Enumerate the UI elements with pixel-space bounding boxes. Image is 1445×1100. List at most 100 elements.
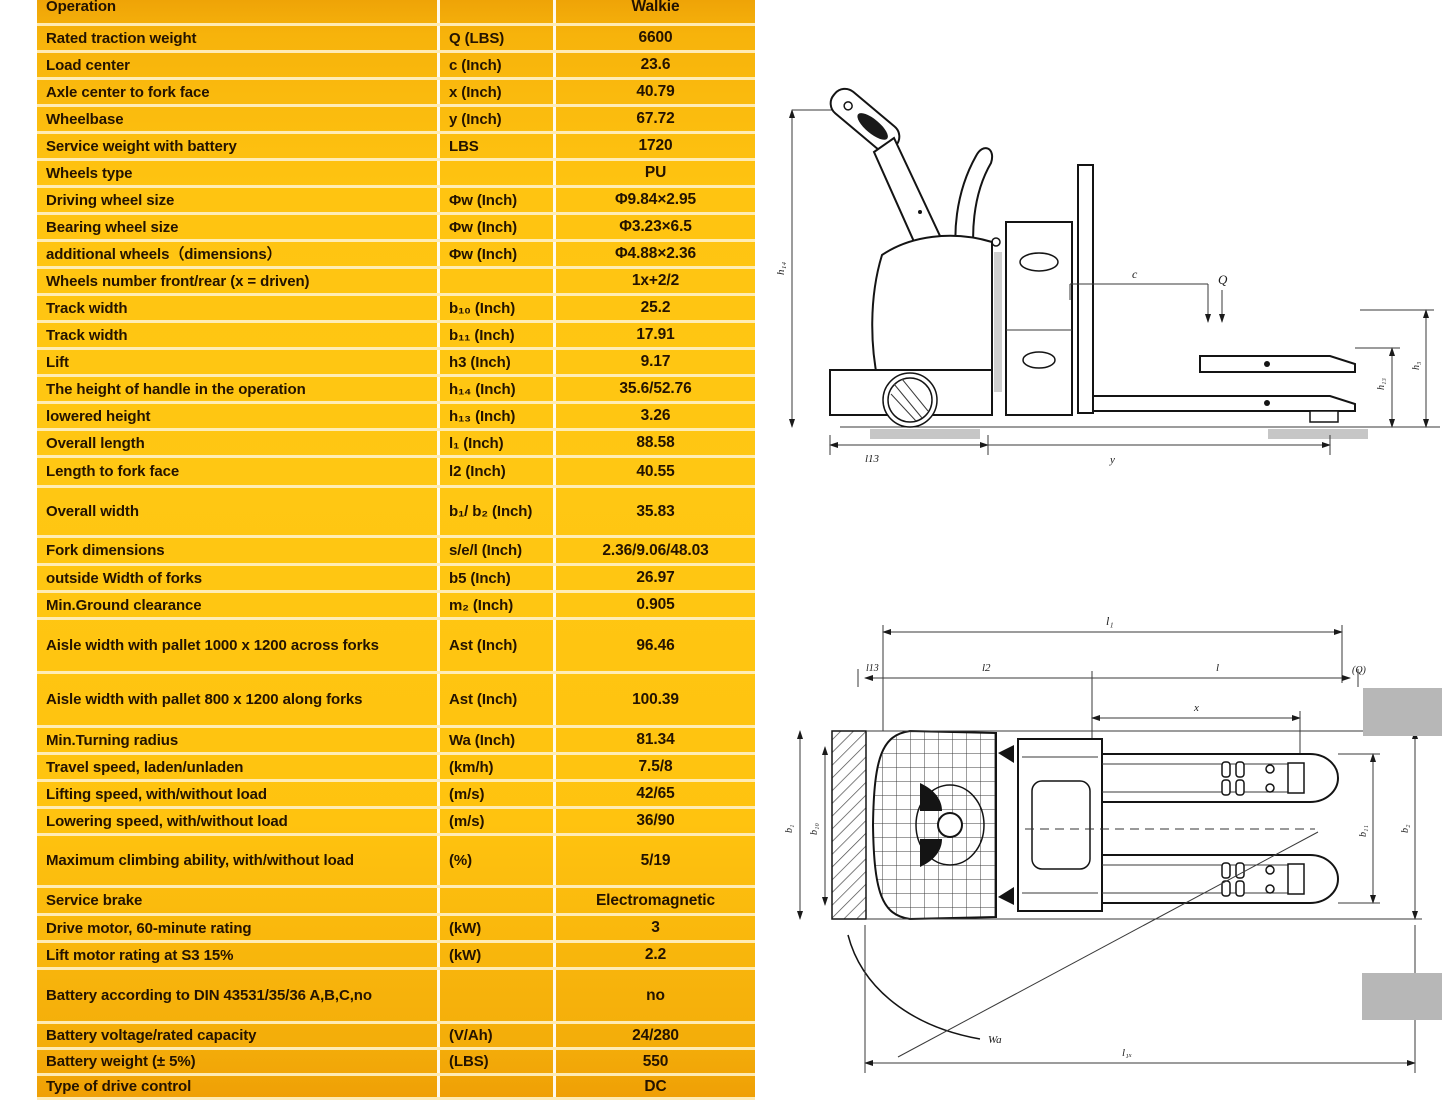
cell-value: 2.36/9.06/48.03 [553, 538, 755, 563]
cover-knob [991, 237, 1001, 247]
cell-value: Electromagnetic [553, 888, 755, 913]
fork-bottom [1101, 854, 1340, 904]
dim-b10: b₁₀ [809, 746, 828, 906]
cell-symbol: h₁₄ (Inch) [437, 377, 553, 401]
cell-value: 9.17 [553, 350, 755, 374]
dim-l1: l₁ [882, 614, 1343, 731]
cell-value: 1720 [553, 134, 755, 158]
dim-label-y: y [1109, 454, 1115, 466]
cell-value: 6600 [553, 26, 755, 50]
cell-label: Load center [46, 56, 130, 74]
table-row: Lifting speed, with/without load(m/s)42/… [37, 782, 755, 809]
cell-label: Battery weight (± 5%) [46, 1053, 196, 1070]
fork-top [1101, 753, 1340, 803]
dim-x: x [1091, 702, 1301, 755]
cell-label: Battery voltage/rated capacity [46, 1027, 257, 1044]
cell-symbol [437, 0, 553, 23]
cell-symbol: b₁₁ (Inch) [437, 323, 553, 347]
dim-label-l: l [1216, 662, 1219, 674]
cell-label: Aisle width with pallet 800 x 1200 along… [46, 691, 363, 708]
cell-label: Lift motor rating at S3 15% [46, 946, 234, 964]
table-row: Aisle width with pallet 1000 x 1200 acro… [37, 620, 755, 674]
cell-symbol: (kW) [437, 916, 553, 940]
cell-label: Fork dimensions [46, 542, 165, 559]
cell-label: Lift [46, 353, 69, 371]
cell-label: Aisle width with pallet 1000 x 1200 acro… [46, 637, 379, 654]
tip-roller-bottom [1287, 863, 1305, 895]
cell-symbol: h3 (Inch) [437, 350, 553, 374]
dim-q: Q [1218, 272, 1228, 323]
cell-symbol: m₂ (Inch) [437, 593, 553, 617]
pallet-block-bottom [1362, 973, 1442, 1020]
operator-head [937, 812, 963, 838]
table-row: Aisle width with pallet 800 x 1200 along… [37, 674, 755, 728]
cell-value: 35.6/52.76 [553, 377, 755, 401]
dim-label-h3: h₃ [1411, 361, 1422, 370]
cell-symbol: (km/h) [437, 755, 553, 779]
dim-h3: h₃ [1360, 309, 1434, 428]
dim-label-b11: b₁₁ [1358, 825, 1369, 837]
cell-value: 0.905 [553, 593, 755, 617]
top-view-technical-drawing: l₁ l13 l2 l (Q) x [784, 614, 1442, 1073]
chassis-head [1017, 738, 1103, 912]
table-row: Battery voltage/rated capacity(V/Ah)24/2… [37, 1024, 755, 1050]
cell-symbol: (LBS) [437, 1050, 553, 1073]
cell-value: 96.46 [553, 620, 755, 671]
cell-symbol: Φw (Inch) [437, 188, 553, 212]
cell-value: 3 [553, 916, 755, 940]
cell-symbol: c (Inch) [437, 53, 553, 77]
dim-c: c [1069, 267, 1211, 323]
dim-b1: b₁ [784, 730, 803, 920]
cell-symbol [437, 269, 553, 293]
cell-label: Lowering speed, with/without load [46, 812, 288, 830]
battery-box [1005, 221, 1073, 416]
dim-l1x: l₁ₓ [864, 925, 1416, 1073]
dim-label-b1: b₁ [784, 825, 795, 833]
cell-label: Wheels number front/rear (x = driven) [46, 272, 310, 290]
cell-symbol: l₁ (Inch) [437, 431, 553, 455]
cell-symbol [437, 888, 553, 913]
fork-lowered [1092, 395, 1356, 423]
cell-value: Walkie [553, 0, 755, 23]
mast-plate [1077, 164, 1094, 414]
dim-label-b2: b₂ [1400, 824, 1411, 833]
tip-roller-top [1287, 762, 1305, 794]
cell-value: 25.2 [553, 296, 755, 320]
table-row: Travel speed, laden/unladen(km/h)7.5/8 [37, 755, 755, 782]
side-view-technical-drawing: h₁₄ [775, 87, 1440, 466]
table-row: Maximum climbing ability, with/without l… [37, 836, 755, 888]
turning-arc [847, 934, 981, 1040]
cell-value: 1x+2/2 [553, 269, 755, 293]
table-row: Lowering speed, with/without load(m/s)36… [37, 809, 755, 836]
cell-symbol: (kW) [437, 943, 553, 967]
tip-roller [1309, 410, 1339, 423]
cell-value: 67.72 [553, 107, 755, 131]
cell-label: Drive motor, 60-minute rating [46, 919, 252, 937]
table-row: Battery weight (± 5%)(LBS)550 [37, 1050, 755, 1076]
dim-label-b10: b₁₀ [809, 823, 820, 835]
cell-label: The height of handle in the operation [46, 380, 306, 398]
cell-label: Axle center to fork face [46, 83, 210, 101]
table-row: Lift motor rating at S3 15%(kW)2.2 [37, 943, 755, 970]
cell-label: Track width [46, 326, 128, 344]
table-row: Drive motor, 60-minute rating (kW)3 [37, 916, 755, 943]
cell-symbol: (%) [437, 836, 553, 885]
cell-symbol: y (Inch) [437, 107, 553, 131]
table-row: The height of handle in the operation h₁₄… [37, 377, 755, 404]
wheel-pad [870, 429, 980, 439]
cell-label: Travel speed, laden/unladen [46, 758, 244, 776]
cell-value: DC [553, 1076, 755, 1097]
table-row: Wheels number front/rear (x = driven) 1x+… [37, 269, 755, 296]
cell-label: Overall length [46, 434, 145, 452]
cell-symbol: (m/s) [437, 809, 553, 833]
